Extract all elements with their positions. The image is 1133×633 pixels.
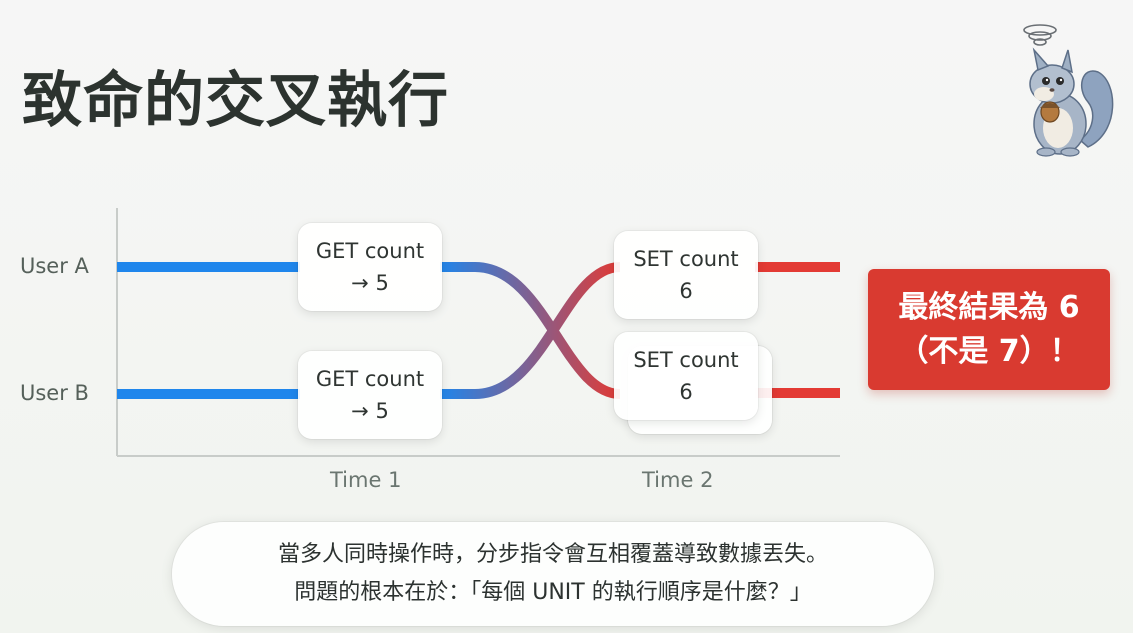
result-line2: （不是 7）！ <box>898 333 1080 369</box>
set-count-box-a-line2: 6 <box>679 279 693 303</box>
caption-pill: 當多人同時操作時，分步指令會互相覆蓋導致數據丟失。 問題的根本在於：「每個 UN… <box>172 522 934 626</box>
user-a-label: User A <box>20 254 89 278</box>
caption-line1: 當多人同時操作時，分步指令會互相覆蓋導致數據丟失。 <box>277 542 828 567</box>
slide-title: 致命的交叉執行 <box>22 66 449 136</box>
set-count-box-a: SET count 6 <box>614 231 758 319</box>
get-count-box-b-line2: → 5 <box>351 399 389 423</box>
user-a-cross-curve <box>440 262 621 399</box>
user-b-label: User B <box>20 381 89 405</box>
squirrel-mascot-icon <box>1023 24 1114 157</box>
result-callout: 最終結果為 6 （不是 7）！ <box>868 269 1110 390</box>
result-line1: 最終結果為 6 <box>898 289 1080 325</box>
timeline-lines <box>116 208 840 457</box>
time-2-label: Time 2 <box>642 468 714 492</box>
get-count-box-b-line1: GET count <box>315 367 425 391</box>
set-count-box-a-line1: SET count <box>633 247 739 271</box>
get-count-box-a-line2: → 5 <box>351 271 389 295</box>
get-count-box-a: GET count → 5 <box>298 223 442 311</box>
set-count-box-b-line1: SET count <box>633 348 739 372</box>
caption-line2: 問題的根本在於：「每個 UNIT 的執行順序是什麼？」 <box>294 580 812 605</box>
race-condition-diagram: User A User B GET count → 5 GET count → … <box>0 190 860 510</box>
get-count-box-a-line1: GET count <box>315 239 425 263</box>
set-count-box-b: SET count 6 <box>614 332 758 420</box>
time-1-label: Time 1 <box>330 468 402 492</box>
user-b-cross-curve <box>440 262 621 399</box>
set-count-box-b-line2: 6 <box>679 380 693 404</box>
get-count-box-b: GET count → 5 <box>298 351 442 439</box>
